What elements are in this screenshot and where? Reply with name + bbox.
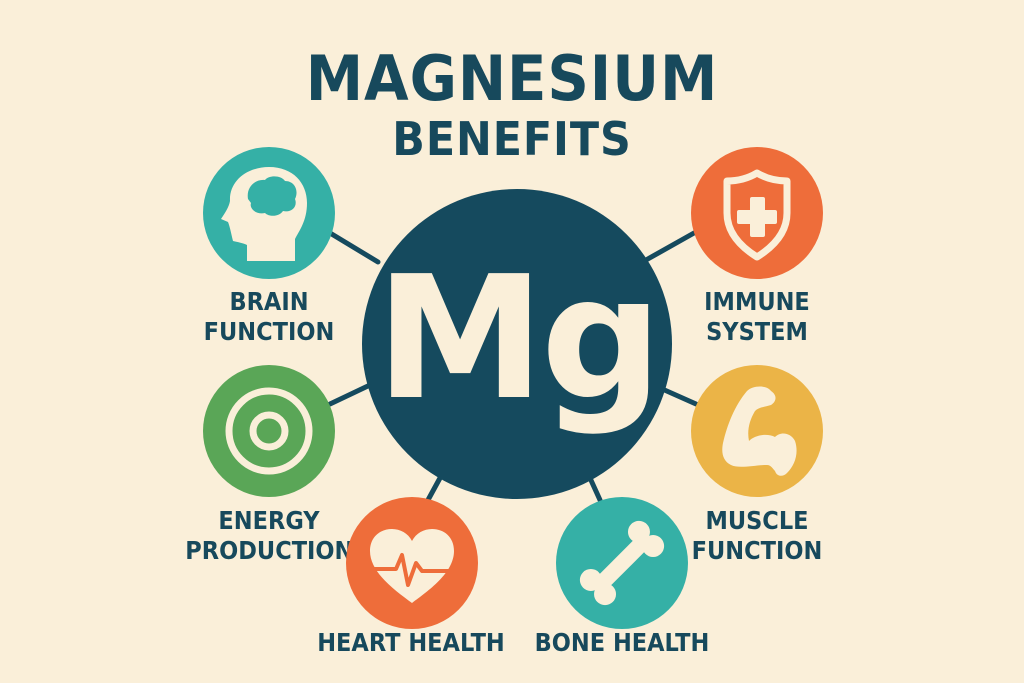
target-rings-icon bbox=[225, 387, 313, 475]
connector-heart bbox=[425, 475, 443, 503]
node-brain-function bbox=[203, 147, 335, 279]
label-energy-production: ENERGY PRODUCTION bbox=[185, 506, 354, 565]
label-brain-function: BRAIN FUNCTION bbox=[203, 287, 335, 346]
connector-brain bbox=[327, 230, 381, 265]
heart-pulse-icon bbox=[366, 529, 458, 603]
node-muscle-function bbox=[691, 365, 823, 497]
flexed-arm-icon bbox=[722, 386, 797, 476]
connector-bone bbox=[587, 475, 603, 503]
label-immune-system: IMMUNE SYSTEM bbox=[704, 287, 810, 346]
hub-symbol: Mg bbox=[375, 240, 663, 438]
brain-head-icon bbox=[221, 167, 307, 261]
label-bone-health: BONE HEALTH bbox=[534, 628, 710, 657]
node-heart-health bbox=[346, 497, 478, 629]
title-line-2: BENEFITS bbox=[392, 112, 632, 166]
connector-energy bbox=[327, 382, 373, 407]
title-line-1: MAGNESIUM bbox=[305, 42, 719, 115]
magnesium-hub: Mg bbox=[362, 189, 672, 499]
connector-immune bbox=[643, 230, 697, 263]
node-immune-system bbox=[691, 147, 823, 279]
node-bone-health bbox=[556, 497, 688, 629]
connector-muscle bbox=[657, 385, 699, 407]
node-energy-production bbox=[203, 365, 335, 497]
label-muscle-function: MUSCLE FUNCTION bbox=[691, 506, 823, 565]
bone-icon bbox=[579, 520, 665, 606]
label-heart-health: HEART HEALTH bbox=[317, 628, 505, 657]
shield-plus-icon bbox=[723, 169, 791, 261]
